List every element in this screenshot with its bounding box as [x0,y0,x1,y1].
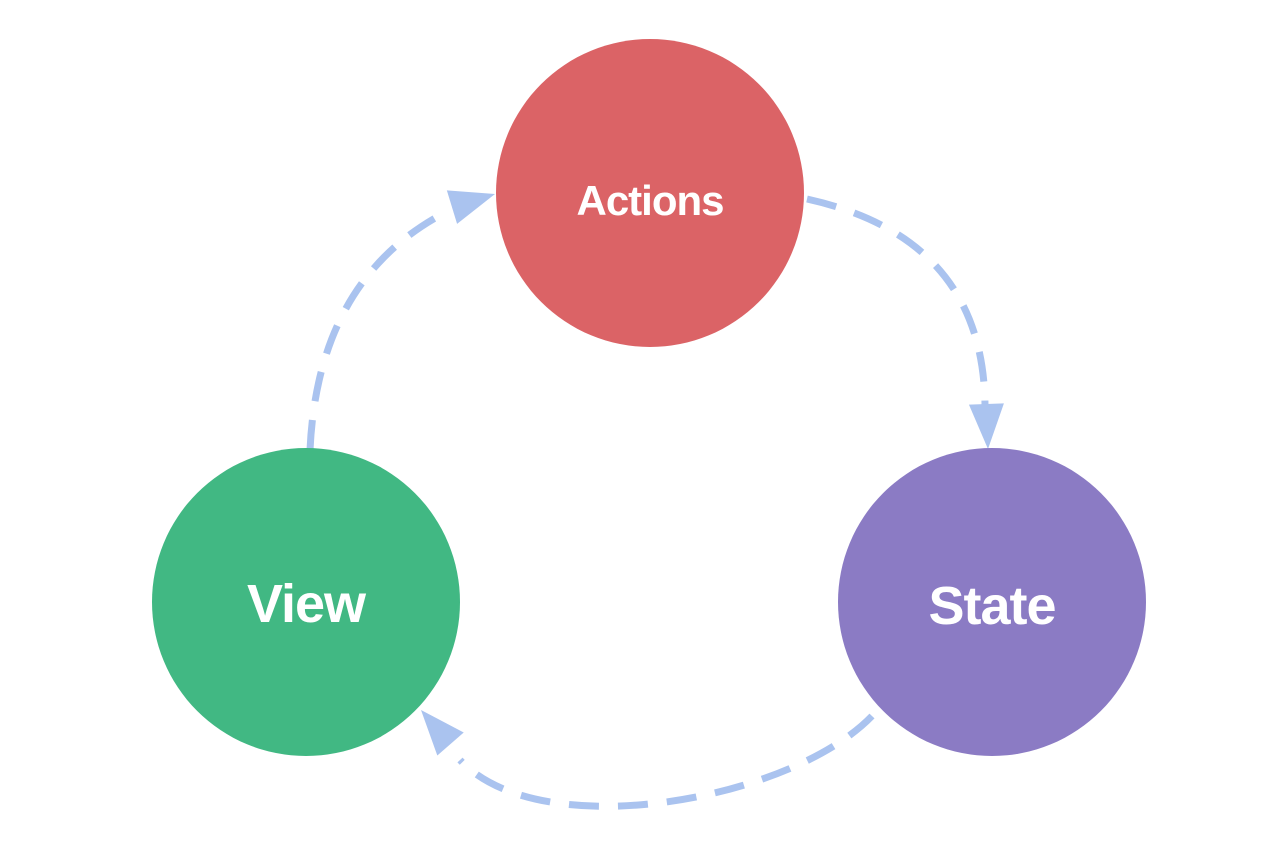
node-view-circle [152,448,460,756]
arrow-view-to-actions-path [306,206,452,451]
arrow-actions-to-state-arrowhead-icon [968,403,1004,449]
arrow-state-to-view-arrowhead-icon [421,710,464,756]
arrow-view-to-actions-arrowhead-icon [446,190,495,224]
node-view: View [152,448,460,756]
arrow-state-to-view [421,710,875,810]
arrow-actions-to-state-path [806,195,989,406]
node-view-label: View [247,574,367,634]
node-state-circle [838,448,1146,756]
node-actions-label: Actions [576,177,723,224]
node-actions-circle [496,39,804,347]
node-actions: Actions [496,39,804,347]
arrow-actions-to-state [806,195,1004,449]
node-state-label: State [928,576,1055,636]
arrow-state-to-view-path [457,713,875,810]
arrow-view-to-actions [306,190,495,451]
node-state: State [838,448,1146,756]
